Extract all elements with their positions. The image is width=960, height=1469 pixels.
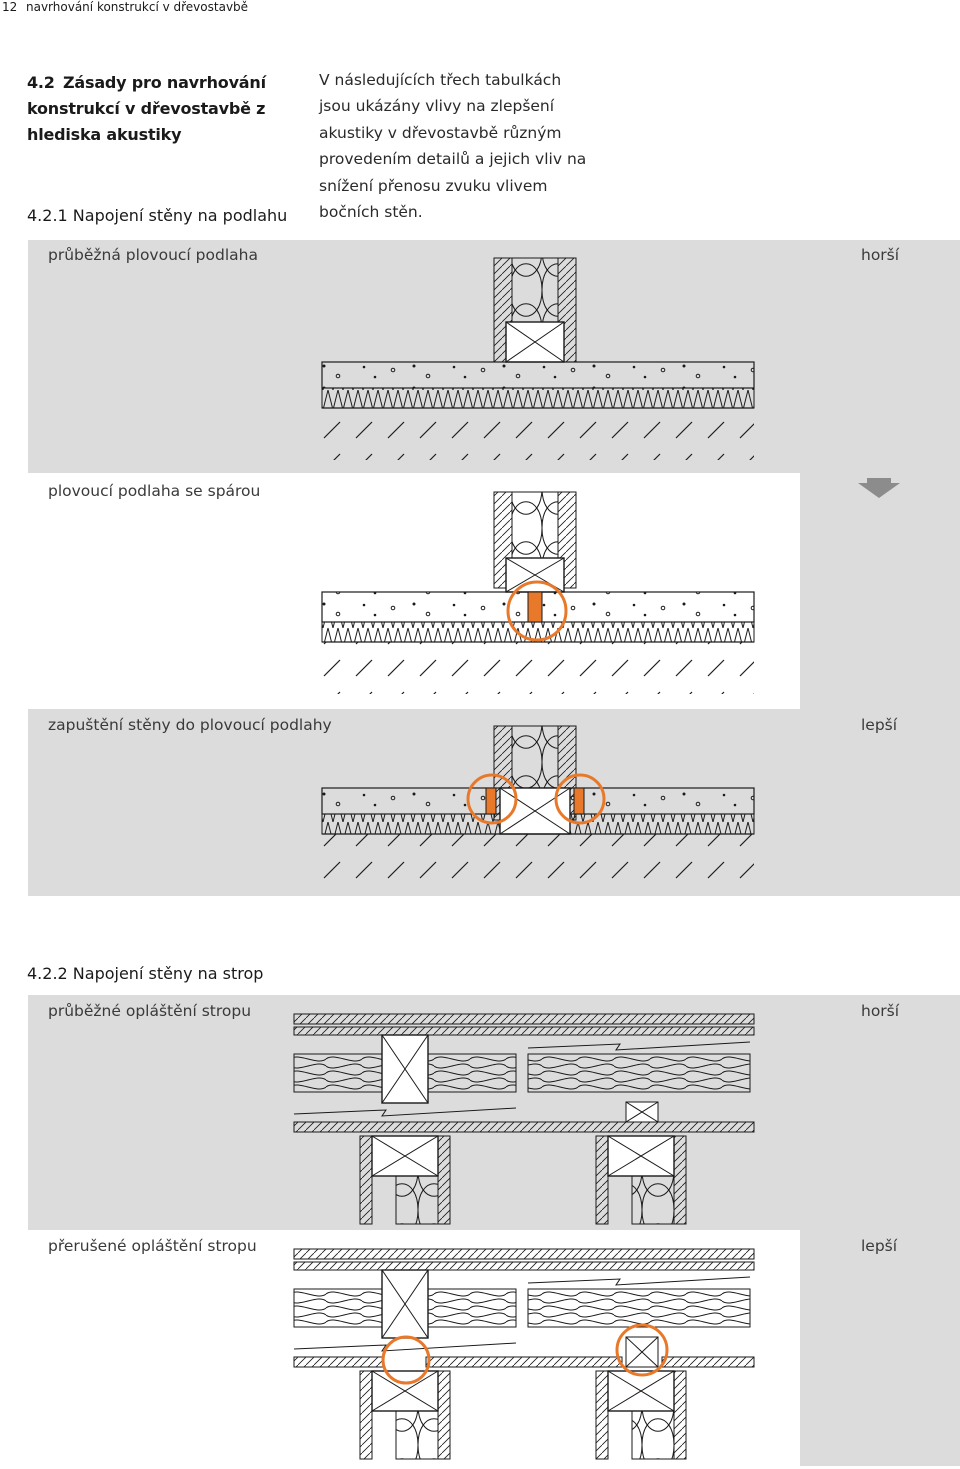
page-number: 12	[2, 0, 18, 14]
wall-right	[595, 1135, 687, 1225]
rating-column	[800, 473, 960, 709]
highlight-circle-right	[615, 1323, 669, 1377]
wall-right	[595, 1370, 687, 1460]
highlight-circle-left	[466, 773, 518, 825]
joist-insulation-right	[527, 1053, 751, 1093]
highlight-circle-left	[381, 1335, 431, 1385]
row-label-2: plovoucí podlaha se spárou	[48, 482, 261, 500]
wall-left	[359, 1370, 451, 1460]
row-label-5: přerušené opláštění stropu	[48, 1237, 257, 1255]
wall-left	[359, 1135, 451, 1225]
acoustic-joint	[527, 591, 543, 623]
arrow-down-icon	[858, 478, 900, 498]
rating-label-better: lepší	[861, 716, 898, 734]
screed-layer	[321, 361, 755, 389]
detail-continuous-ceiling-lining	[293, 1013, 755, 1225]
row-label-4: průběžné opláštění stropu	[48, 1002, 252, 1020]
acoustic-joint-left	[485, 787, 497, 815]
running-title: navrhování konstrukcí v dřevostavbě	[26, 0, 249, 14]
floor-deck	[293, 1013, 755, 1025]
intro-paragraph: V následujících třech tabulkách jsou uká…	[319, 71, 587, 222]
rating-label-worse: horší	[861, 246, 900, 264]
structural-slab	[322, 642, 754, 694]
structural-slab	[322, 408, 754, 460]
ceiling-lining-segment	[293, 1356, 385, 1368]
row-label-3: zapuštění stěny do plovoucí podlahy	[48, 716, 332, 734]
structural-slab	[322, 834, 754, 884]
highlight-circle-right	[554, 773, 606, 825]
subsection-heading-ceiling: 4.2.2 Napojení stěny na strop	[27, 964, 264, 983]
section-title: Zásady pro navrhování konstrukcí v dřevo…	[27, 73, 266, 144]
detail-interrupted-ceiling-lining	[293, 1248, 755, 1460]
joist-insulation-right	[527, 1288, 751, 1328]
highlight-circle	[506, 580, 568, 642]
acoustic-joint-right	[573, 787, 585, 815]
ceiling-lining-segment	[425, 1356, 623, 1368]
floor-deck	[293, 1248, 755, 1260]
wall-section	[493, 491, 577, 593]
rating-label-better: lepší	[861, 1237, 898, 1255]
subsection-heading-floor: 4.2.1 Napojení stěny na podlahu	[27, 206, 288, 225]
section-number: 4.2	[27, 73, 55, 92]
wall-section	[493, 257, 577, 363]
rating-column	[800, 1230, 960, 1466]
ceiling-lining-segment	[661, 1356, 755, 1368]
impact-insulation	[321, 387, 755, 409]
ceiling-lining	[293, 1121, 755, 1133]
detail-wall-embedded-floor	[321, 725, 755, 884]
detail-continuous-floating-floor	[321, 257, 755, 460]
rating-label-worse: horší	[861, 1002, 900, 1020]
detail-floating-floor-with-joint	[321, 491, 755, 694]
row-label-1: průběžná plovoucí podlaha	[48, 246, 258, 264]
